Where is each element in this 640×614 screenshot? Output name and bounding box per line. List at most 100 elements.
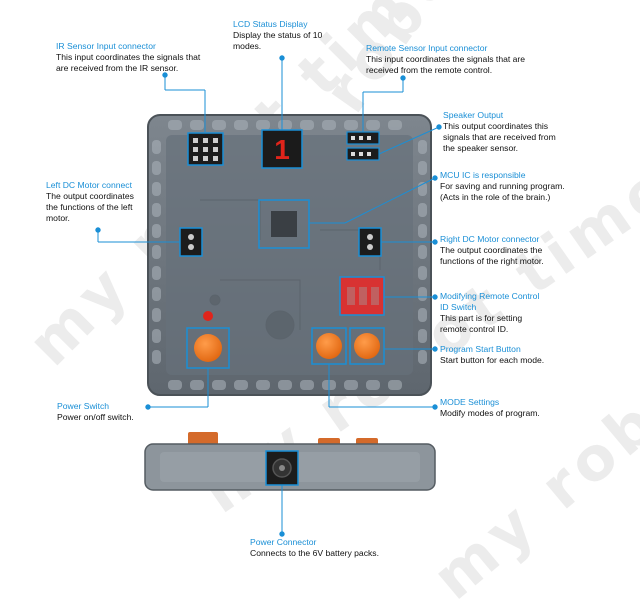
annotation-remote-sensor: Remote Sensor Input connector This input…	[366, 43, 526, 76]
frame-slot	[344, 380, 358, 390]
frame-slot	[366, 120, 380, 130]
annotation-title: Power Switch	[57, 401, 110, 411]
lcd-digit: 1	[274, 134, 290, 165]
annotation-desc: Start button for each mode.	[440, 355, 545, 365]
frame-slot	[152, 161, 161, 175]
connector-pin	[203, 147, 208, 152]
frame-slot	[418, 245, 427, 259]
annotation-desc: This input coordinates the signals that …	[366, 54, 526, 75]
frame-slot	[212, 380, 226, 390]
annotation-lcd: LCD Status Display Display the status of…	[233, 19, 323, 52]
remote-sensor-connector	[346, 131, 380, 145]
frame-slot	[344, 120, 358, 130]
annotation-title: MCU IC is responsible	[440, 170, 526, 180]
annotation-power-switch: Power Switch Power on/off switch.	[57, 401, 167, 423]
frame-slot	[366, 380, 380, 390]
frame-slot	[418, 329, 427, 343]
callout-lines	[95, 55, 442, 537]
annotation-desc: Connects to the 6V battery packs.	[250, 548, 379, 558]
frame-slot	[234, 380, 248, 390]
frame-slot	[152, 350, 161, 364]
frame-slot	[152, 182, 161, 196]
frame-slot	[168, 120, 182, 130]
annotation-remote-id: Modifying Remote Control ID Switch This …	[440, 291, 545, 335]
frame-slot	[300, 380, 314, 390]
diagram-canvas: my robot time my robot time my robot tim…	[15, 0, 640, 614]
frame-slot	[152, 329, 161, 343]
annotation-desc: Modify modes of program.	[440, 408, 540, 418]
annotation-desc: This input coordinates the signals that …	[56, 52, 201, 73]
right-motor-connector	[358, 227, 382, 257]
connector-pin	[193, 138, 198, 143]
left-motor-connector	[179, 227, 203, 257]
frame-slot	[388, 380, 402, 390]
frame-slot	[152, 224, 161, 238]
annotation-title: MODE Settings	[440, 397, 500, 407]
lcd-status-display: 1	[261, 129, 303, 169]
board-side-view	[144, 432, 436, 491]
board-illustration: 1	[95, 55, 442, 537]
frame-slot	[418, 224, 427, 238]
frame-slot	[256, 120, 270, 130]
annotation-left-motor: Left DC Motor connect The output coordin…	[46, 180, 146, 224]
annotation-title: Modifying Remote Control ID Switch	[440, 291, 540, 312]
annotation-desc: Power on/off switch.	[57, 412, 134, 422]
annotation-desc: The output coordinates the functions of …	[440, 245, 544, 266]
annotation-desc: Display the status of 10 modes.	[233, 30, 323, 51]
frame-slot	[418, 308, 427, 322]
annotation-title: Speaker Output	[443, 110, 504, 120]
annotation-desc: This part is for setting remote control …	[440, 313, 523, 334]
connector-pin	[193, 156, 198, 161]
frame-slot	[278, 120, 292, 130]
frame-slot	[418, 350, 427, 364]
annotation-desc: This output coordinates this signals tha…	[443, 121, 556, 153]
frame-slot	[418, 266, 427, 280]
connector-pin	[203, 138, 208, 143]
frame-slot	[418, 140, 427, 154]
frame-slot	[152, 203, 161, 217]
annotation-start-button: Program Start Button Start button for ea…	[440, 344, 580, 366]
frame-slot	[418, 203, 427, 217]
annotation-speaker: Speaker Output This output coordinates t…	[443, 110, 568, 154]
connector-pin	[213, 156, 218, 161]
ir-sensor-connector	[187, 132, 224, 166]
frame-slot	[418, 287, 427, 301]
frame-slot	[152, 245, 161, 259]
remote-id-switch	[339, 276, 385, 316]
frame-slot	[418, 161, 427, 175]
annotation-title: Right DC Motor connector	[440, 234, 540, 244]
frame-slot	[152, 266, 161, 280]
frame-slot	[300, 120, 314, 130]
annotation-desc: For saving and running program. (Acts in…	[440, 181, 565, 202]
annotation-mcu: MCU IC is responsible For saving and run…	[440, 170, 570, 203]
annotation-ir-sensor: IR Sensor Input connector This input coo…	[56, 41, 206, 74]
annotation-title: Power Connector	[250, 537, 317, 547]
annotation-title: Program Start Button	[440, 344, 521, 354]
connector-pin	[213, 147, 218, 152]
annotation-title: IR Sensor Input connector	[56, 41, 156, 51]
annotation-mode: MODE Settings Modify modes of program.	[440, 397, 580, 419]
frame-slot	[152, 140, 161, 154]
frame-slot	[190, 120, 204, 130]
speaker-output-connector	[346, 147, 380, 161]
program-start-button	[349, 327, 385, 365]
mcu-chip	[258, 199, 310, 249]
annotation-title: Left DC Motor connect	[46, 180, 132, 190]
frame-slot	[212, 120, 226, 130]
annotation-title: Remote Sensor Input connector	[366, 43, 488, 53]
frame-slot	[190, 380, 204, 390]
annotation-power-connector: Power Connector Connects to the 6V batte…	[250, 537, 410, 559]
frame-slot	[234, 120, 248, 130]
annotation-title: LCD Status Display	[233, 19, 308, 29]
frame-slot	[388, 120, 402, 130]
frame-slot	[256, 380, 270, 390]
connector-pin	[213, 138, 218, 143]
connector-pin	[193, 147, 198, 152]
frame-slot	[152, 308, 161, 322]
power-led	[203, 311, 213, 321]
frame-slot	[168, 380, 182, 390]
frame-slot	[322, 120, 336, 130]
frame-slot	[152, 287, 161, 301]
annotation-desc: The output coordinates the functions of …	[46, 191, 134, 223]
annotation-right-motor: Right DC Motor connector The output coor…	[440, 234, 555, 267]
